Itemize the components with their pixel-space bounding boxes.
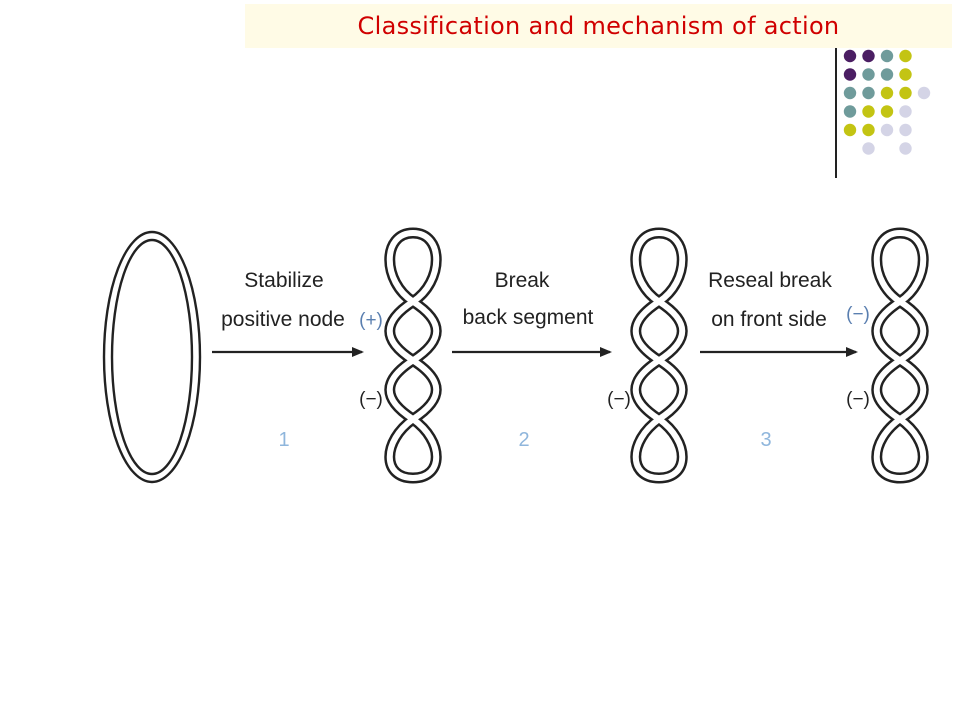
knot-3-bottom-label: (−) bbox=[846, 389, 870, 410]
step-1-number: 1 bbox=[278, 429, 289, 451]
decorative-dot bbox=[862, 142, 875, 155]
knot-2-bottom-label: (−) bbox=[607, 389, 631, 410]
step-3-label-line2: on front side bbox=[711, 308, 827, 331]
decorative-dot bbox=[899, 86, 912, 100]
step-2-label-line2: back segment bbox=[463, 306, 594, 329]
dna-strand-inner bbox=[632, 230, 686, 481]
decorative-dot bbox=[899, 68, 912, 81]
supercoiling-diagram: Stabilize positive node Break back segme… bbox=[102, 227, 929, 484]
dna-strand-inner bbox=[873, 230, 927, 481]
title-bar: Classification and mechanism of action bbox=[245, 4, 952, 48]
decorative-dot bbox=[862, 86, 875, 100]
step-1-label-line2: positive node bbox=[221, 308, 345, 331]
decorative-dot bbox=[917, 86, 931, 100]
dna-strand-inner bbox=[386, 230, 440, 481]
decorative-divider bbox=[835, 48, 837, 178]
decorative-dot bbox=[880, 68, 894, 81]
decorative-dot bbox=[899, 142, 912, 155]
supercoiled-dna-1 bbox=[384, 227, 442, 484]
decorative-dot bbox=[880, 86, 894, 100]
decorative-dot bbox=[880, 105, 894, 118]
decorative-dot bbox=[862, 105, 875, 118]
page-title: Classification and mechanism of action bbox=[357, 12, 840, 40]
decorative-dot bbox=[862, 123, 875, 137]
decorative-dot bbox=[843, 86, 857, 100]
step-3-label-line1: Reseal break bbox=[708, 269, 832, 292]
decorative-dot-grid bbox=[843, 49, 931, 155]
decorative-dot bbox=[880, 123, 894, 137]
knot-1-top-label: (+) bbox=[359, 310, 383, 331]
supercoiled-dna-2 bbox=[630, 227, 688, 484]
step-1-label-line1: Stabilize bbox=[244, 269, 323, 292]
decorative-dot bbox=[899, 123, 912, 137]
decorative-dot bbox=[843, 105, 857, 118]
step-2-label-line1: Break bbox=[495, 269, 550, 292]
decorative-dot bbox=[899, 105, 912, 118]
decorative-dot bbox=[843, 123, 857, 137]
step-2-number: 2 bbox=[518, 429, 529, 451]
decorative-dot bbox=[862, 49, 875, 63]
knot-1-bottom-label: (−) bbox=[359, 389, 383, 410]
knot-3-top-label: (−) bbox=[846, 304, 870, 325]
decorative-dot bbox=[862, 68, 875, 81]
decorative-dot bbox=[843, 49, 857, 63]
decorative-dot bbox=[880, 49, 894, 63]
decorative-dot bbox=[899, 49, 912, 63]
step-3-number: 3 bbox=[760, 429, 771, 451]
supercoiled-dna-3 bbox=[871, 227, 929, 484]
decorative-dot bbox=[843, 68, 857, 81]
relaxed-circular-dna bbox=[102, 230, 202, 484]
